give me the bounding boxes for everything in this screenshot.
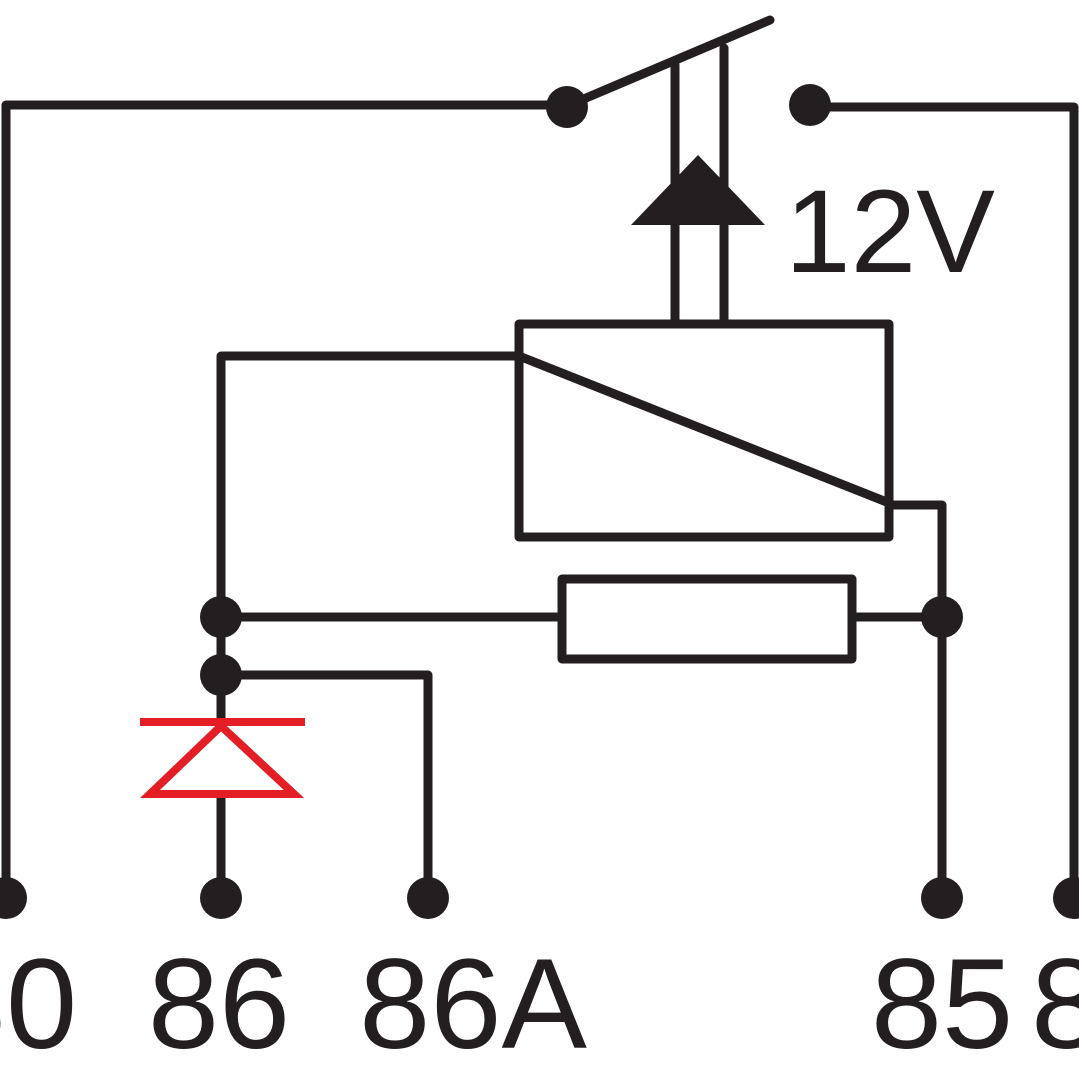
junction-node-right [921,596,963,638]
pin-30-wire [1,100,572,902]
switch-lever [581,15,775,103]
voltage-label: 12V [785,166,995,298]
pin-label-30: 30 [0,933,77,1076]
pin-86a-terminal [407,877,449,919]
relay-coil-diagonal [514,351,894,508]
relay-coil [514,319,894,542]
actuator-arrow-icon [631,155,765,225]
pin-85-wire [884,500,947,902]
pin-85-terminal [921,877,963,919]
pin-label-87: 87 [1031,933,1079,1076]
switch-common-contact [546,86,588,128]
switch-no-contact [789,84,831,126]
pin-87-terminal [1053,877,1079,919]
pin-87-wire [825,102,1079,902]
diode-icon [140,718,305,798]
pin-label-85: 85 [871,933,1013,1076]
pin-label-86: 86 [148,933,290,1076]
resistor [557,574,857,664]
pin-label-86a: 86A [359,933,587,1076]
pin-30-terminal [0,877,27,919]
pin-86a-wire [216,670,433,902]
coil-left-wire [216,351,520,622]
pin-86-terminal [200,877,242,919]
